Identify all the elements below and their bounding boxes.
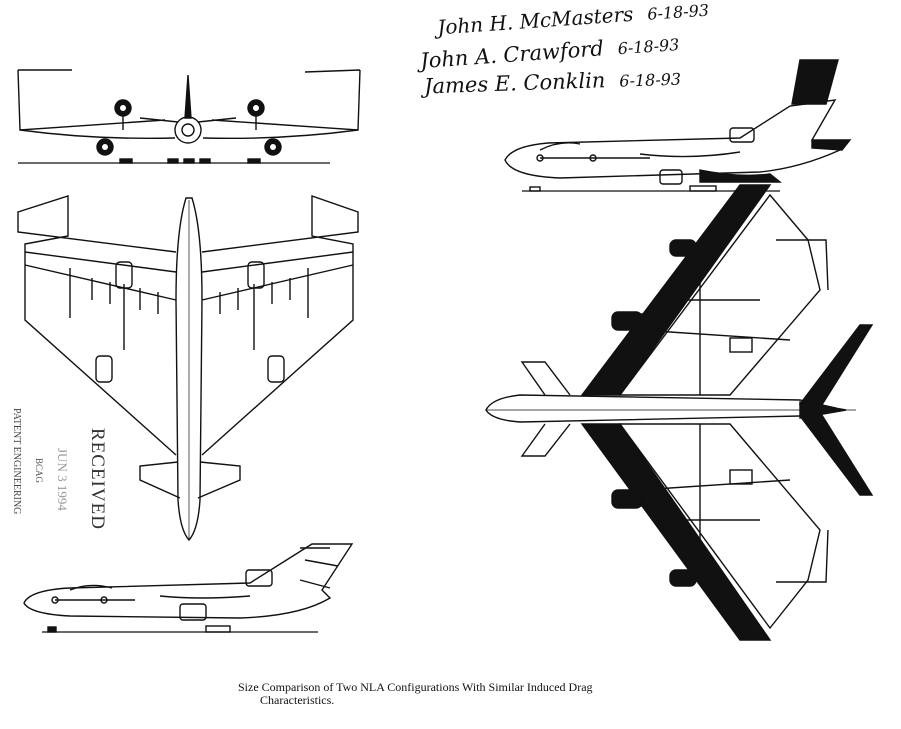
stamp-dept: PATENT ENGINEERING xyxy=(11,408,22,515)
signature-1-date: 6-18-93 xyxy=(646,0,710,24)
stamp-received: RECEIVED xyxy=(87,428,108,530)
right-side-view xyxy=(504,59,852,192)
stamp-date: JUN 3 1994 xyxy=(55,448,70,511)
caption-line-2: Characteristics. xyxy=(260,693,335,707)
signature-2-date: 6-18-93 xyxy=(617,34,680,59)
figure-caption: Size Comparison of Two NLA Configuration… xyxy=(238,681,698,707)
left-front-view xyxy=(17,69,361,164)
left-top-view xyxy=(17,195,359,542)
stamp-org: BCAG xyxy=(34,458,44,484)
signature-3-date: 6-18-93 xyxy=(619,69,682,91)
right-top-view xyxy=(485,184,874,641)
left-side-view xyxy=(23,543,354,633)
caption-line-1: Size Comparison of Two NLA Configuration… xyxy=(238,680,593,694)
